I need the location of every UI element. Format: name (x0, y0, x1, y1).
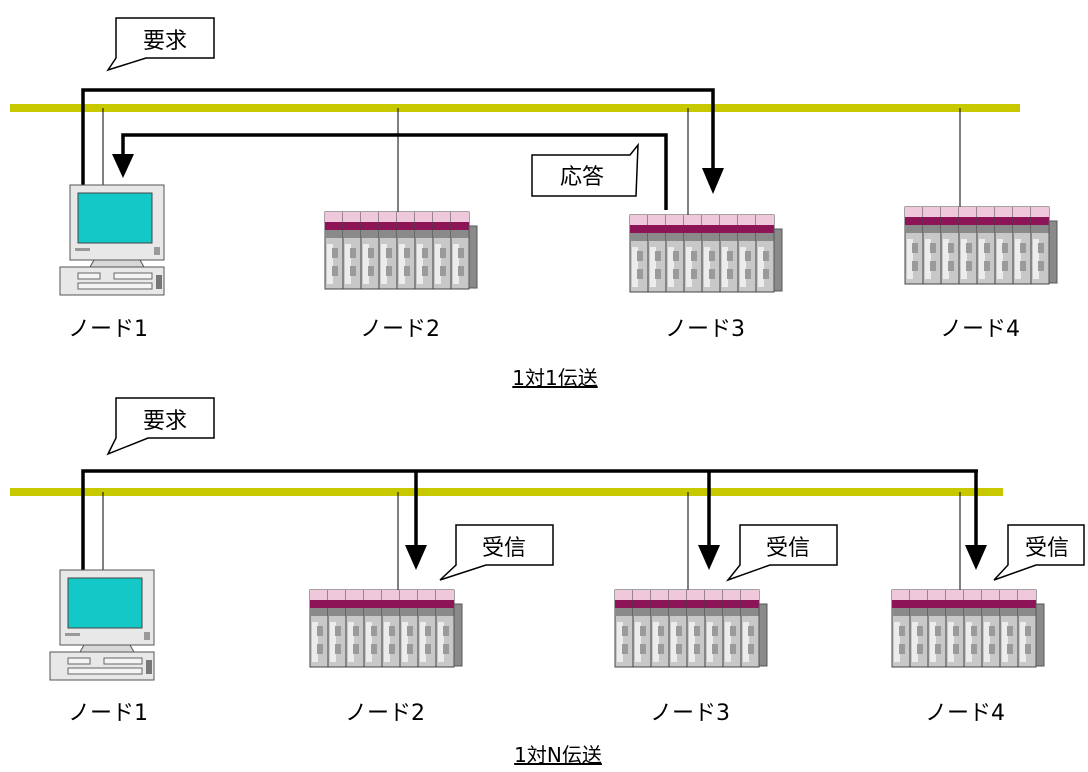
receive-callout: 受信 (993, 524, 1085, 581)
request-callout: 要求 (106, 397, 215, 456)
broadcast-arrowhead (965, 545, 987, 570)
receive-callout: 受信 (439, 524, 554, 581)
pc-terminal-icon (49, 569, 155, 681)
section-caption: 1対1伝送 (512, 366, 597, 390)
node-label: ノード2 (345, 701, 425, 726)
pc-terminal-icon (59, 184, 165, 296)
request-label: 要求 (143, 29, 187, 54)
network-bus (10, 104, 1020, 112)
receive-callout: 受信 (725, 524, 838, 582)
plc-rack-icon (891, 589, 1045, 668)
request-arrowhead (702, 168, 724, 194)
response-arrowhead (112, 154, 134, 178)
node-label: ノード1 (68, 317, 148, 342)
node-label: ノード3 (665, 317, 745, 342)
node-label: ノード4 (925, 701, 1005, 726)
broadcast-arrowhead (405, 545, 427, 570)
receive-label: 受信 (1025, 536, 1069, 561)
plc-rack-icon (904, 206, 1058, 285)
response-callout: 応答 (531, 142, 639, 197)
response-path (121, 133, 668, 210)
one-to-one-section: 要求 応答 ノード1 ノード2 ノード3 ノード4 1対1伝送 (10, 17, 1058, 390)
plc-rack-icon (324, 211, 478, 290)
node-label: ノード4 (940, 317, 1020, 342)
one-to-n-section: 要求 受信 受信 受信 ノード1 ノード2 ノード3 ノード4 1対N伝送 (10, 397, 1085, 767)
broadcast-path (81, 469, 978, 570)
network-bus (10, 488, 1003, 496)
response-label: 応答 (560, 165, 604, 190)
plc-rack-icon (629, 214, 783, 293)
broadcast-arrowhead (698, 545, 720, 570)
node-label: ノード3 (650, 701, 730, 726)
request-callout: 要求 (106, 17, 215, 72)
receive-label: 受信 (482, 536, 526, 561)
node-label: ノード1 (68, 701, 148, 726)
section-caption: 1対N伝送 (514, 743, 602, 767)
request-label: 要求 (143, 409, 187, 434)
receive-label: 受信 (766, 536, 810, 561)
plc-rack-icon (309, 589, 463, 668)
node-label: ノード2 (360, 317, 440, 342)
request-path (81, 88, 715, 185)
plc-rack-icon (614, 589, 768, 668)
